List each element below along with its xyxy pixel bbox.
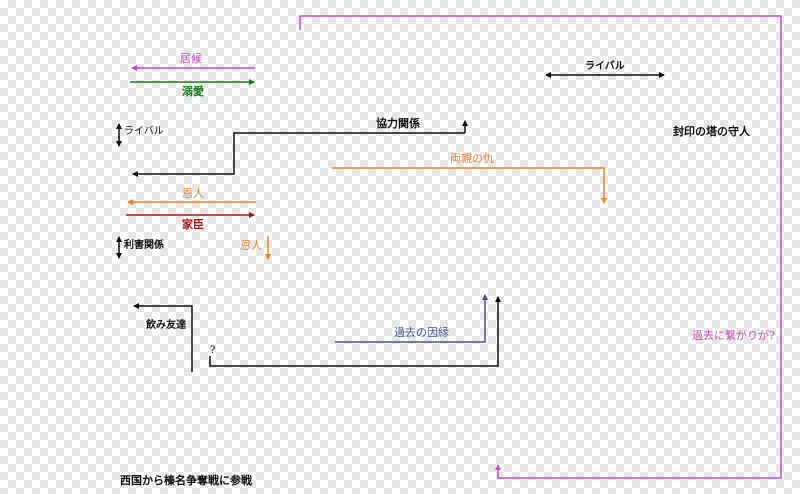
rival-right-label: ライバル — [585, 61, 625, 72]
kyoryoku-arrow — [132, 132, 465, 177]
magenta-outline-connector — [299, 15, 782, 479]
onjin-top-label: 恩人 — [182, 187, 204, 200]
rival-left-label: ライバル — [124, 126, 164, 137]
kako-innen-label: 過去の因縁 — [394, 326, 449, 339]
dekiai-label: 溺愛 — [182, 85, 204, 98]
ryoshin-arrow — [332, 167, 607, 204]
kashin-label: 家臣 — [182, 218, 204, 231]
fuin-label: 封印の塔の守人 — [673, 125, 750, 138]
question-label: ? — [210, 345, 216, 356]
kyoryoku-label: 協力関係 — [376, 117, 420, 130]
nomitomodachi-arrow — [133, 303, 193, 372]
kako-innen-arrow — [335, 294, 488, 343]
kako-tsunagari-label: 過去に繋がりが? — [692, 329, 775, 342]
ryoshin-label: 両親の仇 — [450, 152, 494, 165]
nomitomodachi-label: 飲み友達 — [146, 320, 186, 331]
igakari-label: 居候 — [180, 52, 202, 65]
rigai-label: 利害関係 — [124, 240, 164, 251]
onjin-side-label: 恩人 — [240, 239, 262, 252]
sankai-label: 西国から榛名争奪戦に参戦 — [120, 474, 252, 487]
question-connector — [209, 296, 501, 367]
